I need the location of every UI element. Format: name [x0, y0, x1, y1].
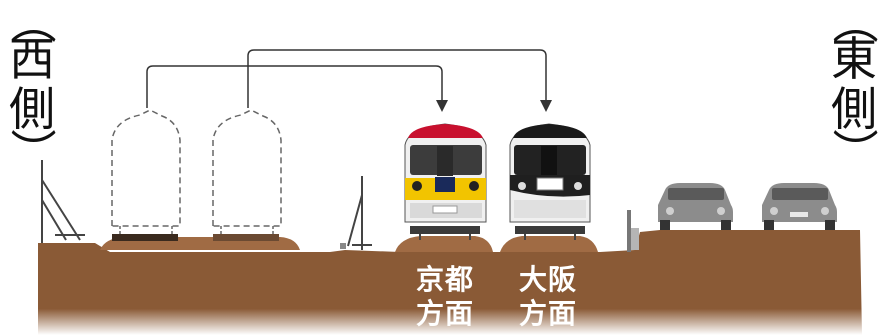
west-close-paren: ）	[5, 128, 59, 174]
train-osaka-bound	[509, 123, 591, 240]
ground	[38, 230, 862, 335]
old-track-1	[111, 109, 181, 241]
east-side-label: （ 東 側 ）	[824, 0, 884, 174]
destination-kyoto-label: 京都 方面	[405, 263, 485, 331]
destination-osaka-line2: 方面	[518, 297, 577, 330]
west-char-2: 側	[9, 82, 55, 136]
car-2	[762, 183, 837, 230]
east-char-1: 東	[831, 32, 877, 86]
relocation-arrow-2	[247, 49, 552, 112]
car-1	[658, 183, 733, 230]
west-open-paren: （	[5, 0, 59, 44]
fence-west	[41, 160, 85, 243]
old-track-2	[212, 109, 282, 241]
east-close-paren: ）	[827, 128, 881, 174]
destination-osaka-label: 大阪 方面	[508, 263, 588, 331]
ballast-new-osaka	[500, 236, 598, 252]
train-kyoto-bound	[404, 123, 487, 240]
destination-osaka-line1: 大阪	[518, 263, 577, 296]
east-open-paren: （	[827, 0, 881, 44]
west-char-1: 西	[9, 32, 55, 86]
destination-kyoto-line1: 京都	[415, 263, 474, 296]
wall-east	[627, 210, 639, 252]
destination-kyoto-line2: 方面	[415, 297, 474, 330]
west-side-label: （ 西 側 ）	[2, 0, 62, 174]
fence-middle	[340, 176, 372, 250]
relocation-arrow-1	[146, 65, 448, 112]
east-char-2: 側	[831, 82, 877, 136]
ballast-new-kyoto	[395, 236, 493, 252]
